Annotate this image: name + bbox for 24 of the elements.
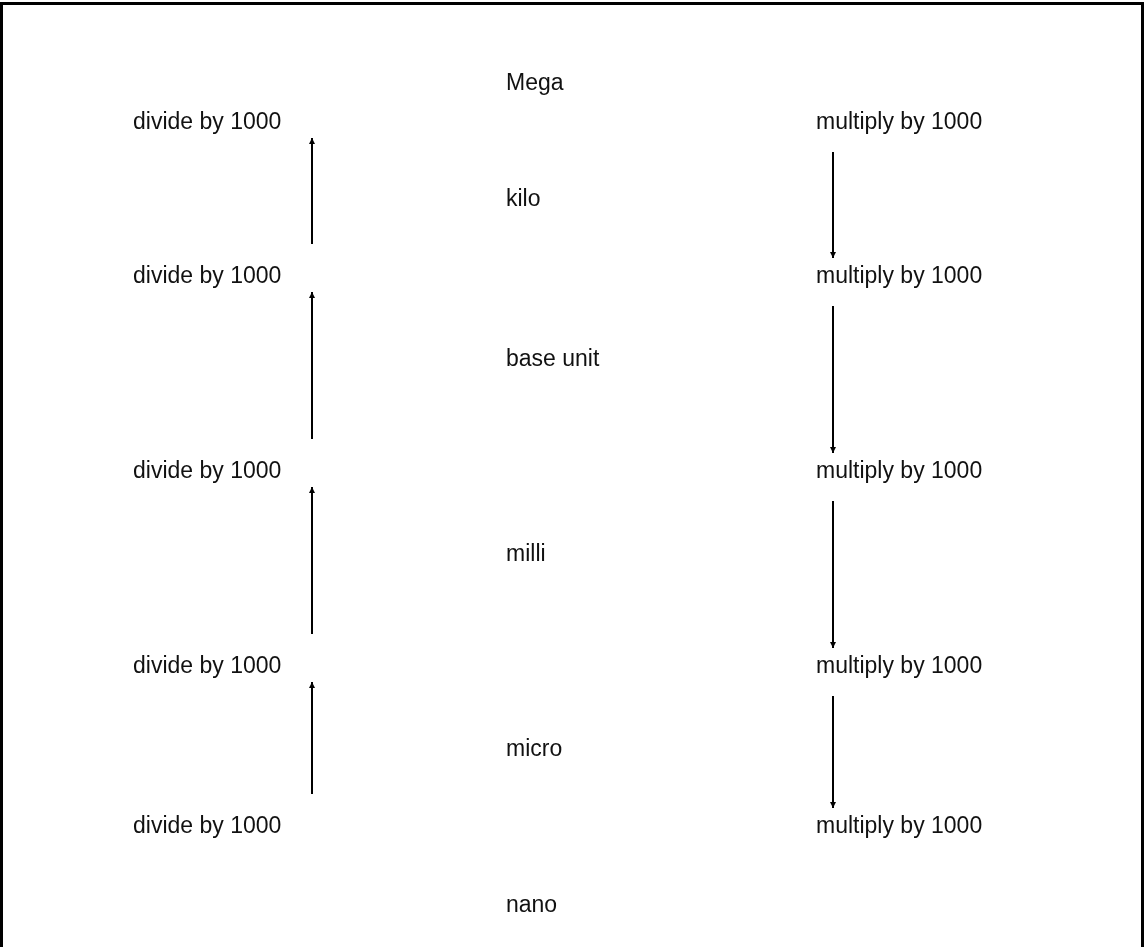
- prefix-label: base unit: [506, 345, 600, 371]
- step-label: multiply by 1000: [816, 812, 983, 838]
- step-label: multiply by 1000: [816, 652, 983, 678]
- arrow: [830, 305, 836, 454]
- arrow: [309, 137, 315, 245]
- arrow: [309, 681, 315, 795]
- step-label: divide by 1000: [133, 812, 282, 838]
- arrow: [830, 151, 836, 259]
- arrow: [309, 291, 315, 440]
- step-label: divide by 1000: [133, 652, 282, 678]
- prefix-label: micro: [506, 735, 563, 761]
- arrow: [309, 486, 315, 635]
- arrow: [830, 695, 836, 809]
- step-label: multiply by 1000: [816, 457, 983, 483]
- step-label: multiply by 1000: [816, 262, 983, 288]
- prefix-label: milli: [506, 540, 546, 566]
- step-label: divide by 1000: [133, 108, 282, 134]
- step-label: divide by 1000: [133, 262, 282, 288]
- prefix-label: kilo: [506, 185, 541, 211]
- step-label: multiply by 1000: [816, 108, 983, 134]
- step-label: divide by 1000: [133, 457, 282, 483]
- prefix-label: Mega: [506, 69, 564, 95]
- arrow: [830, 500, 836, 649]
- prefix-label: nano: [506, 891, 558, 917]
